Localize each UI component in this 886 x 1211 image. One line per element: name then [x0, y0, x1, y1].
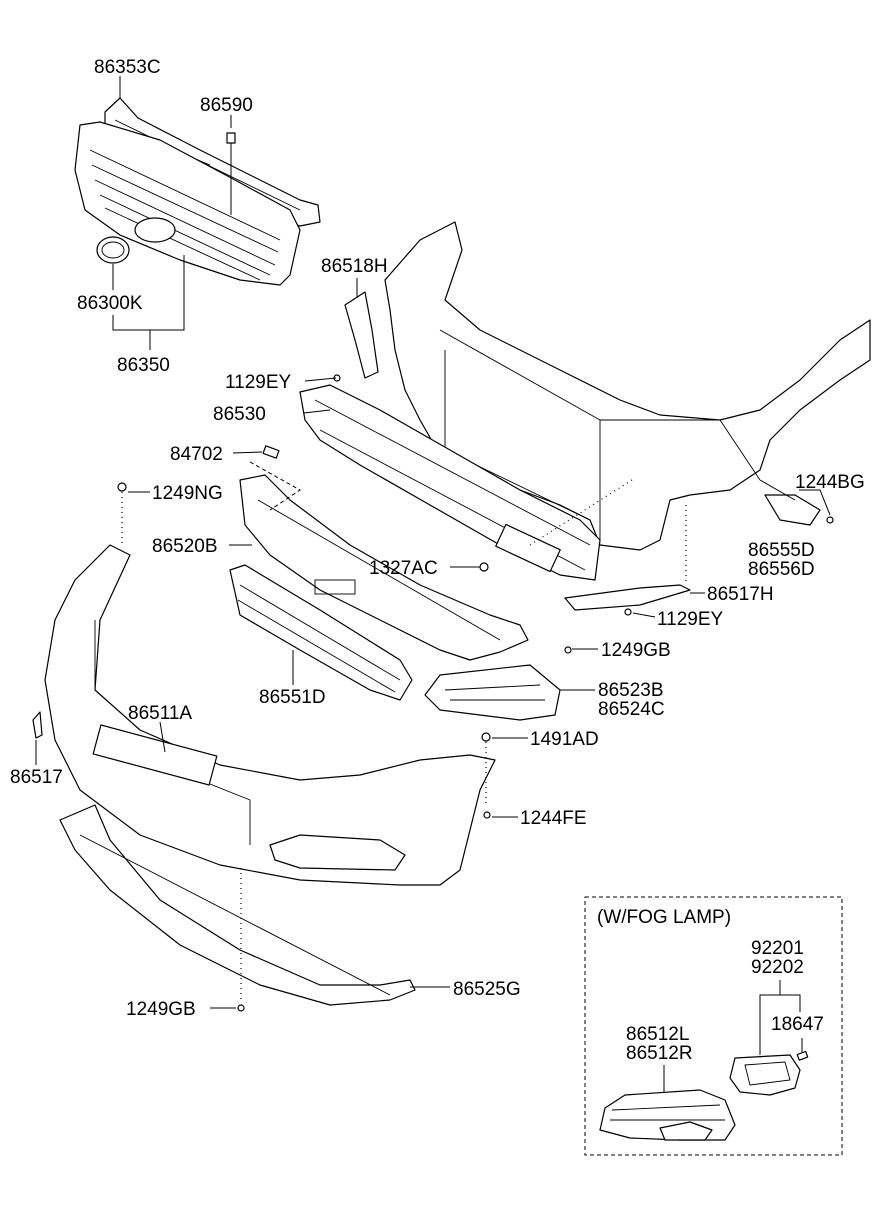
label-84702: [262, 445, 280, 459]
lower-lip-86525G: [59, 804, 416, 1006]
callout-92201: 92201: [751, 938, 804, 959]
callout-86512L: 86512L: [626, 1024, 689, 1045]
fog-lamp-unit: [729, 1054, 801, 1096]
energy-absorber-86520B: [239, 474, 529, 661]
callout-1129EY-bottom: 1129EY: [657, 609, 724, 630]
bumper-cover-86511A: [44, 544, 496, 886]
callout-18647: 18647: [771, 1014, 824, 1035]
callout-86524C: 86524C: [598, 699, 665, 720]
lower-grille-86551D: [229, 564, 413, 701]
fog-lamp-inset-title: (W/FOG LAMP): [597, 907, 731, 928]
callout-86350: 86350: [117, 355, 170, 376]
radiator-grille: [74, 121, 301, 286]
leader-lines: [35, 76, 831, 1009]
callout-1244FE: 1244FE: [520, 808, 587, 829]
callout-86556D: 86556D: [748, 559, 815, 580]
bracket-86517H: [564, 584, 691, 611]
bracket-86555D: [764, 494, 821, 526]
callout-86353C: 86353C: [94, 57, 161, 78]
callout-86517H: 86517H: [707, 584, 774, 605]
callout-1327AC: 1327AC: [369, 558, 438, 579]
fog-lamp-bulb: [796, 1050, 809, 1061]
callout-1129EY-top: 1129EY: [225, 372, 292, 393]
bracket-86518H: [344, 291, 379, 379]
fog-lamp-bezel: [599, 1089, 736, 1141]
callout-86555D: 86555D: [748, 540, 815, 561]
callout-1249GB-top: 1249GB: [601, 640, 671, 661]
callout-1491AD: 1491AD: [530, 729, 599, 750]
dashed-alignment-lines: [121, 461, 687, 1003]
callout-86518H: 86518H: [321, 256, 388, 277]
callout-86517: 86517: [10, 767, 63, 788]
fog-lamp-cover-86523B: [424, 664, 561, 721]
callout-86512R: 86512R: [626, 1043, 693, 1064]
callout-86520B: 86520B: [152, 536, 218, 557]
bumper-beam-86530: [299, 384, 601, 581]
callout-1249GB-bottom: 1249GB: [126, 999, 196, 1020]
callout-86551D: 86551D: [259, 687, 326, 708]
callout-84702: 84702: [170, 444, 223, 465]
fog-lamp-inset: (W/FOG LAMP) 92201 92202 18647 86512L 86…: [584, 896, 843, 1156]
callout-92202: 92202: [751, 957, 804, 978]
callout-86590: 86590: [200, 95, 253, 116]
callout-86530: 86530: [213, 404, 266, 425]
kia-emblem: [96, 236, 130, 264]
callout-1244BG: 1244BG: [795, 472, 865, 493]
callout-86523B: 86523B: [598, 680, 664, 701]
callout-1249NG: 1249NG: [152, 483, 223, 504]
fasteners: [32, 374, 834, 1012]
callout-86300K: 86300K: [77, 293, 143, 314]
callout-86525G: 86525G: [453, 979, 521, 1000]
clip-86590: [226, 132, 236, 144]
callout-86511A: 86511A: [128, 703, 192, 724]
